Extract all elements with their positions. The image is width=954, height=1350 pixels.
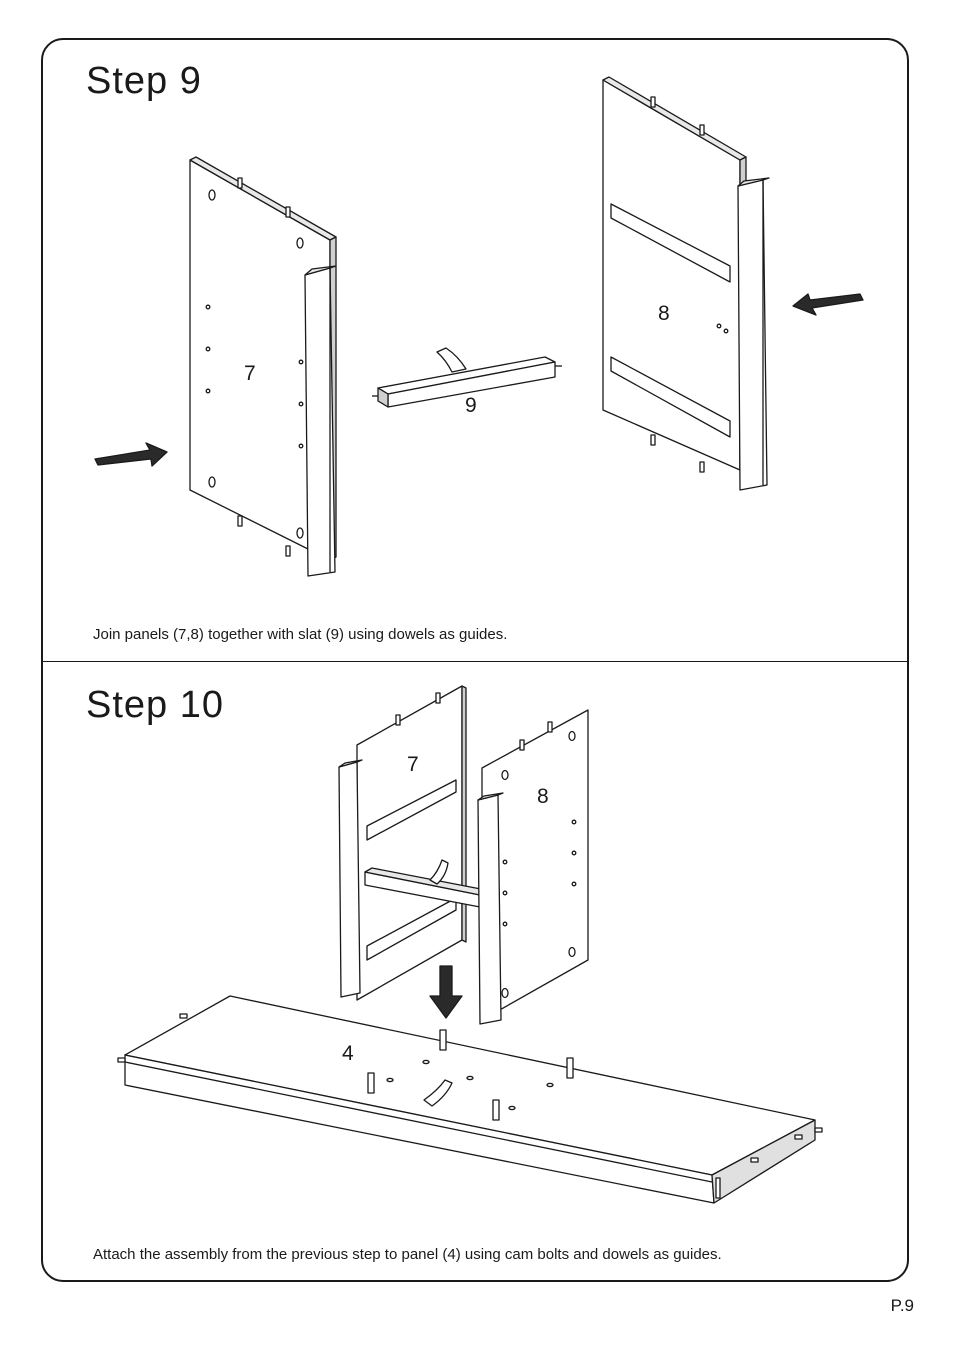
step-divider xyxy=(41,661,909,662)
step-9-label-slat-9: 9 xyxy=(465,394,477,417)
step-10-caption: Attach the assembly from the previous st… xyxy=(93,1246,722,1263)
page-frame xyxy=(41,38,909,1282)
step-10-title: Step 10 xyxy=(86,684,224,726)
assembly-panel-7-drawing xyxy=(338,685,467,1001)
step-9-label-panel-7: 7 xyxy=(244,362,256,385)
page-number: P.9 xyxy=(890,1296,914,1315)
arrow-right-icon xyxy=(94,442,168,467)
panel-4-drawing xyxy=(117,995,823,1204)
step-9-label-panel-8: 8 xyxy=(658,302,670,325)
step-9-title: Step 9 xyxy=(86,60,202,102)
step-10-label-panel-7: 7 xyxy=(407,753,419,776)
arrow-down-icon xyxy=(429,965,463,1019)
arrow-left-icon xyxy=(792,293,864,316)
assembly-panel-8-drawing xyxy=(477,709,589,1025)
slat-9-drawing xyxy=(372,347,562,408)
panel-8-drawing xyxy=(602,76,770,491)
step-9-caption: Join panels (7,8) together with slat (9)… xyxy=(93,626,508,643)
step-10-label-panel-4: 4 xyxy=(342,1042,354,1065)
panel-7-drawing xyxy=(189,156,337,577)
step-10-label-panel-8: 8 xyxy=(537,785,549,808)
